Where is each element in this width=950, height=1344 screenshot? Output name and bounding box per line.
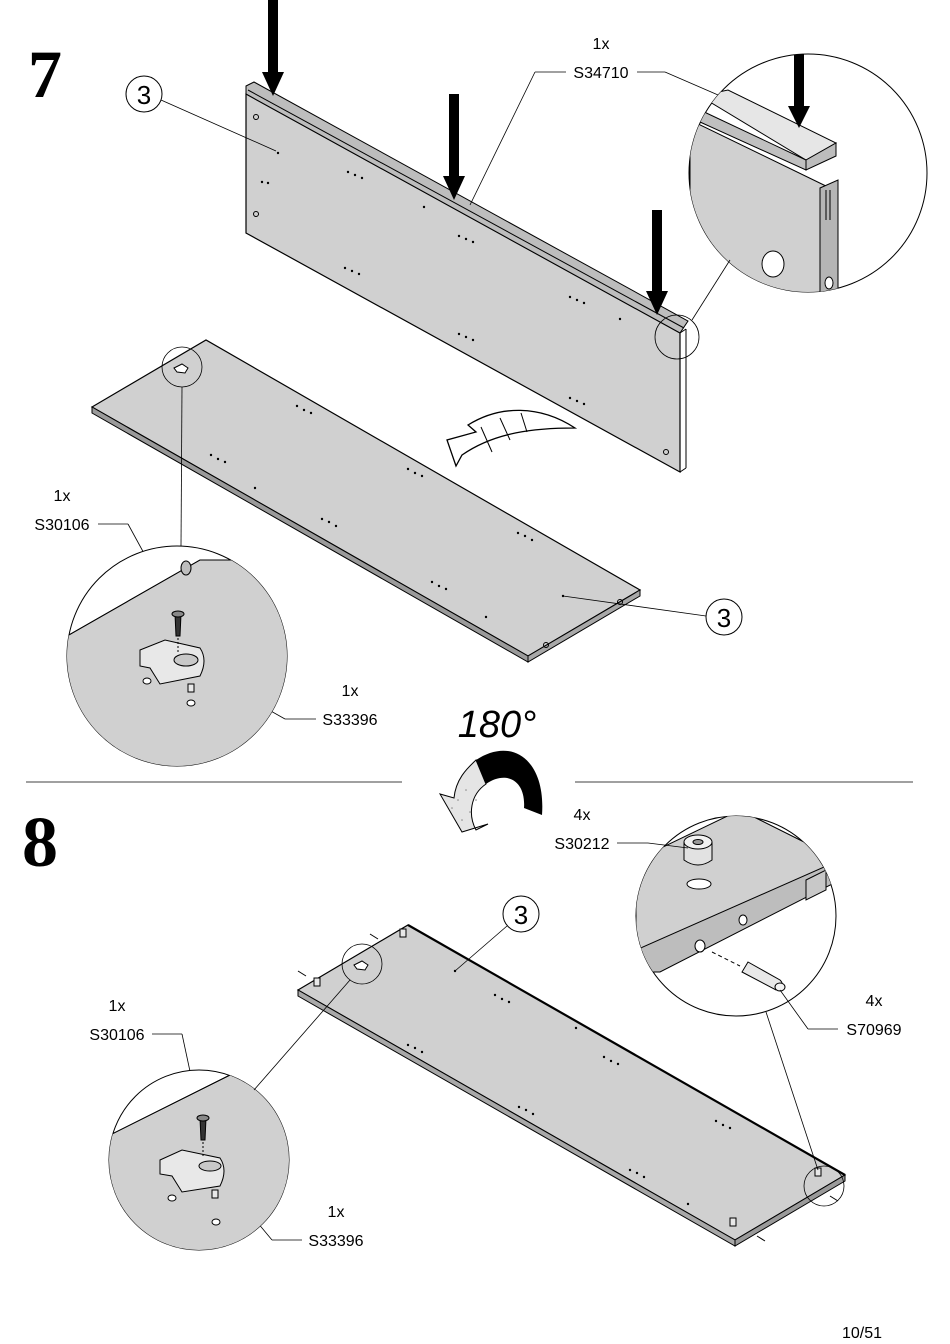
svg-text:3: 3 [717, 603, 731, 633]
step-7-number: 7 [28, 36, 62, 112]
svg-text:S34710: S34710 [573, 65, 628, 82]
svg-text:S33396: S33396 [322, 712, 377, 729]
flip-arrow-icon [446, 409, 578, 468]
svg-text:4x: 4x [866, 993, 883, 1010]
detail-circle-stopper-step7 [66, 386, 288, 767]
svg-text:1x: 1x [54, 488, 71, 505]
part-label-s30106-step8: 1x S30106 [89, 998, 201, 1119]
upright-panel [245, 81, 689, 474]
flat-panel-step8 [296, 924, 847, 1247]
svg-text:3: 3 [514, 900, 528, 930]
part-label-s34710: 1x S34710 [469, 36, 726, 206]
step-8-number: 8 [22, 802, 58, 882]
rotate-arrow-icon [438, 750, 543, 833]
panel-callout-upright: 3 [125, 75, 277, 152]
svg-text:1x: 1x [328, 1204, 345, 1221]
page-number: 10/51 [842, 1325, 882, 1342]
panel-callout-flat-step7: 3 [562, 595, 743, 636]
svg-text:4x: 4x [574, 807, 591, 824]
svg-text:3: 3 [137, 80, 151, 110]
svg-text:S30212: S30212 [554, 836, 609, 853]
detail-circle-cam-dowel [635, 815, 837, 1171]
press-down-arrows [262, 0, 668, 315]
part-label-s30212: 4x S30212 [554, 807, 689, 853]
detail-circle-top-profile [654, 53, 928, 360]
rotation-label: 180° [458, 704, 537, 746]
svg-text:1x: 1x [342, 683, 359, 700]
svg-text:1x: 1x [109, 998, 126, 1015]
svg-text:S70969: S70969 [846, 1022, 901, 1039]
panel-callout-step8: 3 [454, 895, 540, 972]
detail-circle-stopper-step8 [108, 979, 351, 1251]
svg-text:S33396: S33396 [308, 1233, 363, 1250]
flat-panel-step7 [90, 339, 642, 663]
svg-text:S30106: S30106 [34, 517, 89, 534]
svg-text:S30106: S30106 [89, 1027, 144, 1044]
part-label-s70969: 4x S70969 [779, 989, 902, 1039]
svg-text:1x: 1x [593, 36, 610, 53]
